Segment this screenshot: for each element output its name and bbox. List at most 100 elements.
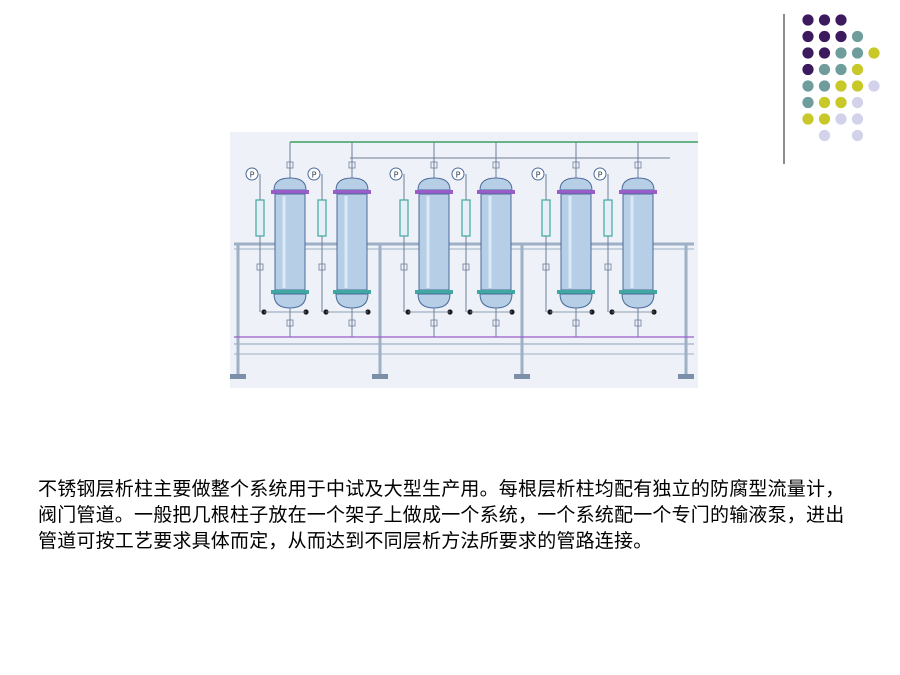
column-top-dome — [417, 177, 451, 191]
mid-valve — [604, 263, 612, 271]
flowmeter-tube — [399, 199, 409, 237]
decor-dot — [851, 96, 864, 109]
top-valve — [430, 161, 438, 169]
decor-dot — [802, 63, 814, 76]
pressure-gauge-icon — [389, 167, 403, 181]
decorative-divider-line — [783, 14, 785, 164]
pressure-gauge-icon — [245, 167, 259, 181]
frame-foot — [372, 374, 388, 379]
pressure-gauge-label: P — [312, 171, 317, 180]
column-body — [336, 193, 368, 291]
decor-dot — [835, 113, 847, 125]
outlet-valve-dot — [405, 309, 411, 315]
column-bottom-dome — [621, 293, 655, 309]
description-paragraph: 不锈钢层析柱主要做整个系统用于中试及大型生产用。每根层析柱均配有独立的防腐型流量… — [38, 478, 845, 552]
decor-dot — [835, 30, 847, 43]
column-bottom-dome — [417, 293, 451, 309]
decor-dot — [851, 63, 864, 76]
bottom-valve — [572, 319, 580, 327]
column-bottom-flange — [557, 290, 595, 294]
pressure-gauge-label: P — [598, 171, 603, 180]
column-top-flange — [333, 190, 371, 194]
decor-dot — [835, 80, 847, 92]
mid-valve — [256, 263, 264, 271]
decor-dot — [818, 113, 831, 125]
top-valve — [286, 161, 294, 169]
column-top-flange — [557, 190, 595, 194]
flowmeter-tube — [317, 199, 327, 237]
mid-valve — [400, 263, 408, 271]
bottom-valve — [634, 319, 642, 327]
column-bottom-dome — [335, 293, 369, 309]
bottom-valve — [492, 319, 500, 327]
bottom-valve — [348, 319, 356, 327]
column-bottom-dome — [273, 293, 307, 309]
column-bottom-flange — [333, 290, 371, 294]
decor-dot — [802, 113, 814, 125]
decor-dot — [802, 96, 814, 109]
pressure-gauge-icon — [307, 167, 321, 181]
decor-dot — [851, 80, 864, 92]
frame-foot — [230, 374, 246, 379]
flowmeter-tube — [255, 199, 265, 237]
decor-dot — [818, 30, 831, 43]
bottom-valve — [430, 319, 438, 327]
pressure-gauge-icon — [451, 167, 465, 181]
decor-dot — [851, 47, 864, 59]
column-body — [418, 193, 450, 291]
column-top-dome — [273, 177, 307, 191]
column-body — [560, 193, 592, 291]
column-top-flange — [619, 190, 657, 194]
flowmeter-tube — [603, 199, 613, 237]
mid-valve — [462, 263, 470, 271]
decor-dot — [868, 80, 880, 92]
column-bottom-flange — [415, 290, 453, 294]
column-body — [480, 193, 512, 291]
mid-valve — [318, 263, 326, 271]
outlet-valve-dot — [467, 309, 473, 315]
column-bottom-flange — [619, 290, 657, 294]
decorative-dot-grid — [802, 14, 880, 142]
decor-dot — [835, 14, 847, 26]
column-top-dome — [559, 177, 593, 191]
top-valve — [572, 161, 580, 169]
decor-dot — [818, 129, 831, 142]
decor-dot — [851, 129, 864, 142]
column-body — [274, 193, 306, 291]
column-top-dome — [479, 177, 513, 191]
top-valve — [492, 161, 500, 169]
decor-dot — [802, 80, 814, 92]
column-top-flange — [477, 190, 515, 194]
bottom-valve — [286, 319, 294, 327]
decor-dot — [868, 47, 880, 59]
column-bottom-dome — [479, 293, 513, 309]
decor-dot — [835, 63, 847, 76]
decor-dot — [851, 113, 864, 125]
decor-dot — [835, 96, 847, 109]
decor-dot — [818, 63, 831, 76]
pressure-gauge-label: P — [456, 171, 461, 180]
decor-dot — [818, 80, 831, 92]
column-bottom-flange — [271, 290, 309, 294]
column-top-dome — [335, 177, 369, 191]
pressure-gauge-label: P — [250, 171, 255, 180]
pressure-gauge-icon — [593, 167, 607, 181]
frame-foot — [514, 374, 530, 379]
column-top-flange — [271, 190, 309, 194]
decor-dot — [851, 30, 864, 43]
frame-foot — [678, 374, 694, 379]
mid-valve — [542, 263, 550, 271]
flowmeter-tube — [541, 199, 551, 237]
pressure-gauge-icon — [531, 167, 545, 181]
decor-dot — [835, 47, 847, 59]
column-bottom-dome — [559, 293, 593, 309]
flowmeter-tube — [461, 199, 471, 237]
decor-dot — [818, 47, 831, 59]
column-body — [622, 193, 654, 291]
top-valve — [348, 161, 356, 169]
pressure-gauge-label: P — [394, 171, 399, 180]
top-valve — [634, 161, 642, 169]
column-bottom-flange — [477, 290, 515, 294]
